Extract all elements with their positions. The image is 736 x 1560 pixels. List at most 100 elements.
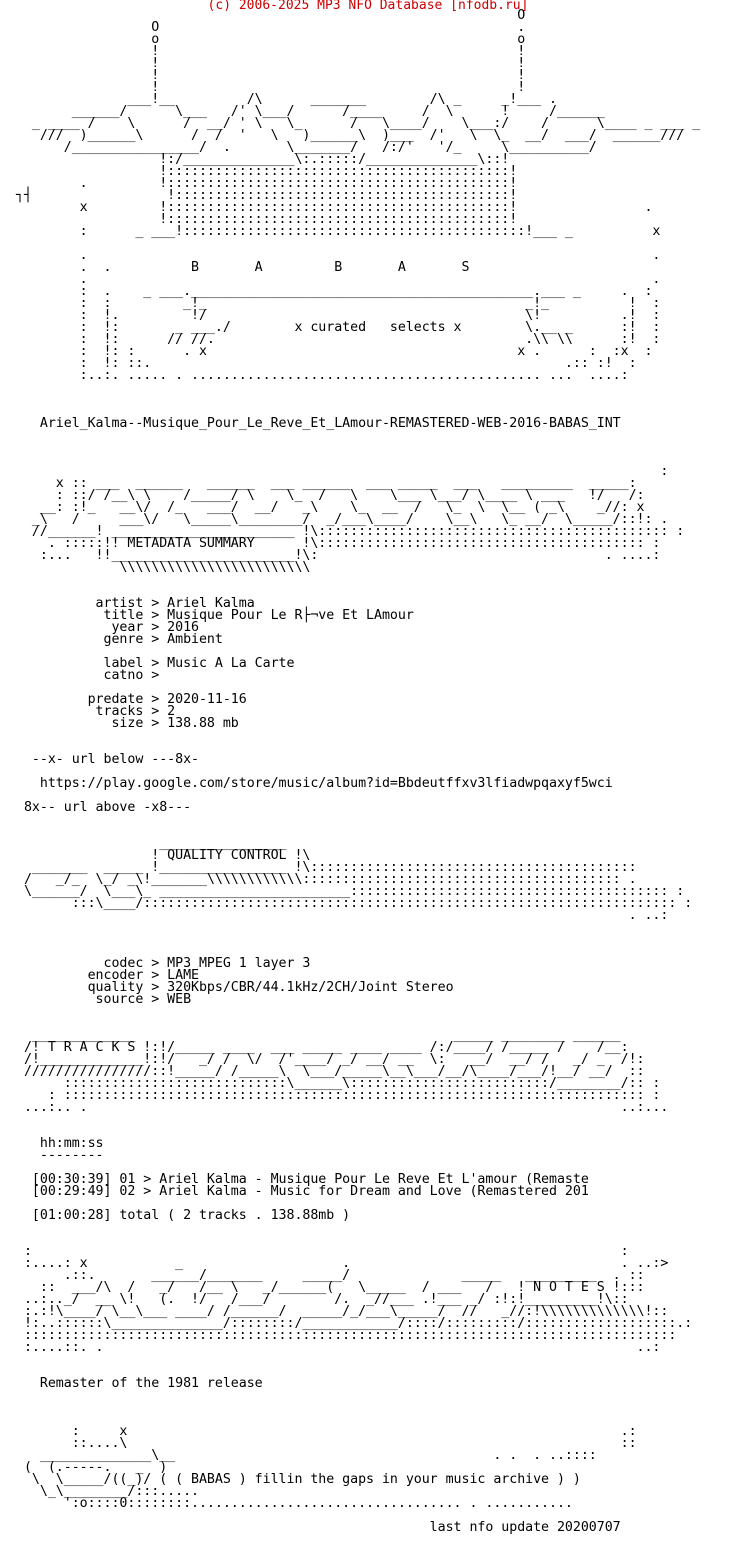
nfo-line: title > Musique Pour Le R├¬ve Et LAmour	[16, 608, 414, 623]
nfo-line: :....: x _ . . ..:>	[16, 1256, 669, 1271]
nfo-line: ! !	[16, 80, 526, 95]
nfo-line: ______________\__ . . . ..::::	[16, 1448, 597, 1463]
nfo-line: year > 2016	[16, 620, 199, 635]
nfo-line	[16, 1114, 700, 1126]
nfo-line: : !: // //. .\\ \\ :! :	[16, 332, 661, 347]
nfo-line	[16, 1126, 700, 1138]
nfo-line: ...:.. . ..:...	[16, 1100, 669, 1115]
nfo-line: size > 138.88 mb	[16, 716, 239, 731]
nfo-line: :: ___/\ / _/ /__ \ _/______( \_____ / _…	[16, 1280, 645, 1295]
nfo-line	[16, 430, 700, 442]
nfo-line: ! !	[16, 68, 526, 83]
nfo-line: . ..:	[16, 908, 669, 923]
nfo-line: /// )______\ / / ' \ )______\ )___ /' \ …	[16, 128, 685, 143]
nfo-line: catno >	[16, 668, 160, 683]
nfo-line: 8x-- url above -x8---	[16, 800, 192, 815]
nfo-line	[16, 922, 700, 934]
nfo-line: ______/ \___ /' \___/ /____ / \ ! /_____…	[16, 104, 605, 119]
nfo-line: https://play.google.com/store/music/albu…	[16, 776, 613, 791]
nfo-line: :... !!_______________________!\: . ....…	[16, 548, 661, 563]
nfo-line: . . B A B A S	[16, 260, 470, 275]
nfo-line: O	[16, 8, 526, 23]
nfo-line: \\\\\\\\\\\\\\\\\\\\\\\\	[16, 560, 311, 575]
nfo-line	[16, 814, 700, 826]
nfo-line: encoder > LAME	[16, 968, 199, 983]
nfo-line: ::::::::::::::::::::::::::::::::::::::::…	[16, 1328, 677, 1343]
nfo-line: : _ ___!::::::::::::::::::::::::::::::::…	[16, 224, 661, 239]
nfo-line: !:..::::::\______________/::::::::/_____…	[16, 1316, 693, 1331]
nfo-line: / _/_ \_/ _\!_______\\\\\\\\\\\\::::::::…	[16, 872, 637, 887]
nfo-line: [00:30:39] 01 > Ariel Kalma - Musique Po…	[16, 1172, 589, 1187]
nfo-line: o o	[16, 32, 526, 47]
nfo-line: . :::::!! METADATA SUMMARY !\:::::::::::…	[16, 536, 661, 551]
nfo-line: : !: ::. .:: :! :	[16, 356, 637, 371]
nfo-line: . .	[16, 248, 661, 263]
nfo-line: last nfo update 20200707	[16, 1520, 621, 1535]
nfo-line: codec > MP3 MPEG 1 layer 3	[16, 956, 311, 971]
nfo-line: ! QUALITY CONTROL !\	[16, 848, 311, 863]
nfo-line: hh:mm:ss	[16, 1136, 104, 1151]
nfo-line: : !: : . x x . : :x :	[16, 344, 653, 359]
nfo-line: x !:::::::::::::::::::::::::::::::::::::…	[16, 200, 653, 215]
nfo-line: quality > 320Kbps/CBR/44.1kHz/2CH/Joint …	[16, 980, 454, 995]
nfo-line: : :	[16, 1244, 629, 1259]
nfo-line: Ariel_Kalma--Musique_Pour_Le_Reve_Et_LAm…	[16, 416, 621, 431]
nfo-line: : ::/ /__\ \ /_____/ \ \_ / \ \___ \___/…	[16, 488, 645, 503]
nfo-line: \_\________/:::.....	[16, 1484, 199, 1499]
nfo-line: predate > 2020-11-16	[16, 692, 247, 707]
nfo-line: ( (.-----. _ )	[16, 1460, 168, 1475]
nfo-line: : !: _ ___./ x curated selects x \.__ _ …	[16, 320, 661, 335]
nfo-line	[16, 1222, 700, 1234]
nfo-line: !:::::::::::::::::::::::::::::::::::::::…	[16, 164, 518, 179]
nfo-line: /________________/ . \_______/ /:/' '/_ …	[16, 140, 597, 155]
nfo-line: artist > Ariel Kalma	[16, 596, 255, 611]
nfo-line: ___!__ /\ _______ /\ _ _!___ .	[16, 92, 557, 107]
nfo-line: :....::. . ..:	[16, 1340, 661, 1355]
nfo-line: \______/ \___\_ ________________________…	[16, 884, 685, 899]
nfo-line	[16, 382, 700, 394]
nfo-line: /!_____________!:!/ _/ / \/ /'____/ _/ _…	[16, 1052, 645, 1067]
nfo-line	[16, 1390, 700, 1402]
nfo-line: :::\____/:::::::::::::::::::::::::::::::…	[16, 896, 693, 911]
nfo-line	[16, 394, 700, 406]
nfo-line	[16, 1402, 700, 1414]
nfo-line: source > WEB	[16, 992, 192, 1007]
nfo-line: O .	[16, 20, 526, 35]
nfo-line: [00:29:49] 02 > Ariel Kalma - Music for …	[16, 1184, 589, 1199]
nfo-line: ::....\ ::	[16, 1436, 637, 1451]
nfo-line	[16, 1006, 700, 1018]
nfo-line: [01:00:28] total ( 2 tracks . 138.88mb )	[16, 1208, 351, 1223]
nfo-line: x :: ___ ______ ______ ___ ______ ___ __…	[16, 476, 637, 491]
nfo-line: --x- url below ---8x-	[16, 752, 199, 767]
nfo-line	[16, 934, 700, 946]
nfo-line: tracks > 2	[16, 704, 176, 719]
nfo-line: !:::::::::::::::::::::::::::::::::::::::…	[16, 212, 518, 227]
nfo-line: /! T R A C K S !:!/_____ ____ ___ _____ …	[16, 1040, 629, 1055]
nfo-line: --------	[16, 1148, 104, 1163]
nfo-line: . .	[16, 272, 661, 287]
nfo-line: : ::::::::::::::::::::::::::::::::::::::…	[16, 1088, 661, 1103]
nfo-line: : . _ ___.______________________________…	[16, 284, 653, 299]
nfo-line: : : _!_ _!_ ! :	[16, 296, 661, 311]
nfo-line: _\ / ___\/ \_____\________/ _/___\____/ …	[16, 512, 669, 527]
nfo-line: \ \_____/((_)/ ( ( BABAS ) fillin the ga…	[16, 1472, 581, 1487]
nfo-line	[16, 442, 700, 454]
nfo-line	[16, 574, 700, 586]
nfo-line: ┐┤ !::::::::::::::::::::::::::::::::::::…	[16, 188, 518, 203]
nfo-line: //______! _______________________ !\::::…	[16, 524, 685, 539]
site-header: (c) 2006-2025 MP3 NFO Database [nfodb.ru…	[207, 0, 529, 13]
nfo-line: genre > Ambient	[16, 632, 223, 647]
nfo-line: ////////////////::!_____/ /_____\ \___/_…	[16, 1064, 645, 1079]
nfo-line: ! !	[16, 56, 526, 71]
nfo-line: _ ____ / \ / __/ ' \ \_ / \____/ \___:/ …	[16, 116, 701, 131]
nfo-line: ':o::::0::::::::........................…	[16, 1496, 573, 1511]
nfo-line: label > Music A La Carte	[16, 656, 295, 671]
nfo-line: .::. ______/_______ _____/ _____ _______…	[16, 1268, 645, 1283]
nfo-line: !:/______________\:.:::::/______________…	[16, 152, 510, 167]
nfo-text: O O . o o ! !	[0, 8, 701, 1535]
nfo-line: __: :!_ __\/ /_ ___/ __/ _\ \_ __ / \_ \…	[16, 500, 645, 515]
nfo-line: : !. !/ \! .! :	[16, 308, 661, 323]
nfo-line: :..:. ..... . ..........................…	[16, 368, 629, 383]
nfo-line: ! !	[16, 44, 526, 59]
